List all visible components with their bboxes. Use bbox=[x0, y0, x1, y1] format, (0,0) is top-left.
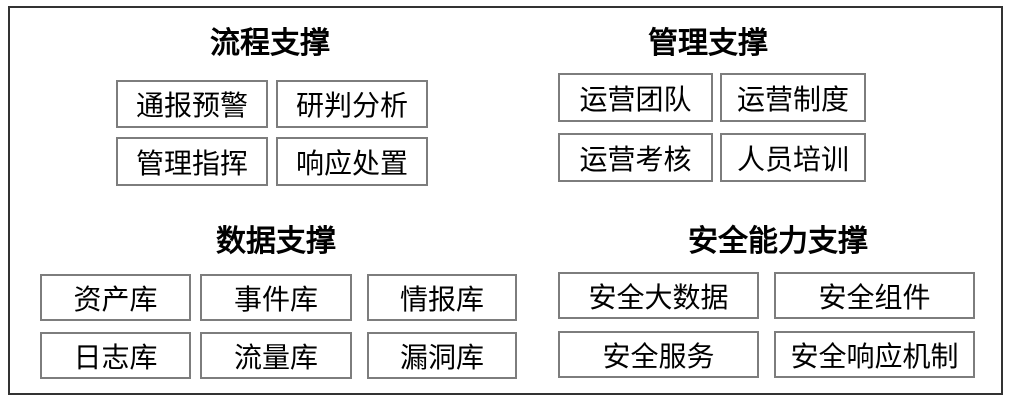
box-management-command: 管理指挥 bbox=[116, 137, 268, 186]
box-security-response-mechanism: 安全响应机制 bbox=[774, 331, 975, 378]
box-operation-assessment: 运营考核 bbox=[558, 133, 713, 182]
box-judgment-analysis: 研判分析 bbox=[276, 80, 428, 128]
box-traffic-database: 流量库 bbox=[200, 332, 352, 379]
box-intelligence-database: 情报库 bbox=[367, 274, 517, 321]
box-response-handling: 响应处置 bbox=[276, 137, 428, 186]
box-operation-rules: 运营制度 bbox=[720, 73, 866, 122]
box-notification-warning: 通报预警 bbox=[116, 80, 268, 128]
box-vulnerability-database: 漏洞库 bbox=[367, 332, 517, 379]
box-personnel-training: 人员培训 bbox=[720, 133, 866, 182]
outer-frame bbox=[8, 6, 1003, 395]
box-asset-database: 资产库 bbox=[40, 274, 191, 321]
box-security-components: 安全组件 bbox=[774, 272, 975, 319]
box-security-services: 安全服务 bbox=[558, 331, 759, 378]
box-event-database: 事件库 bbox=[200, 274, 352, 321]
group-title-management-support: 管理支撑 bbox=[648, 27, 768, 60]
group-title-security-capability-support: 安全能力支撑 bbox=[688, 225, 868, 258]
box-operation-team: 运营团队 bbox=[558, 73, 713, 122]
group-title-data-support: 数据支撑 bbox=[216, 225, 336, 258]
box-log-database: 日志库 bbox=[40, 332, 191, 379]
group-title-process-support: 流程支撑 bbox=[210, 27, 330, 60]
box-security-big-data: 安全大数据 bbox=[558, 272, 759, 319]
